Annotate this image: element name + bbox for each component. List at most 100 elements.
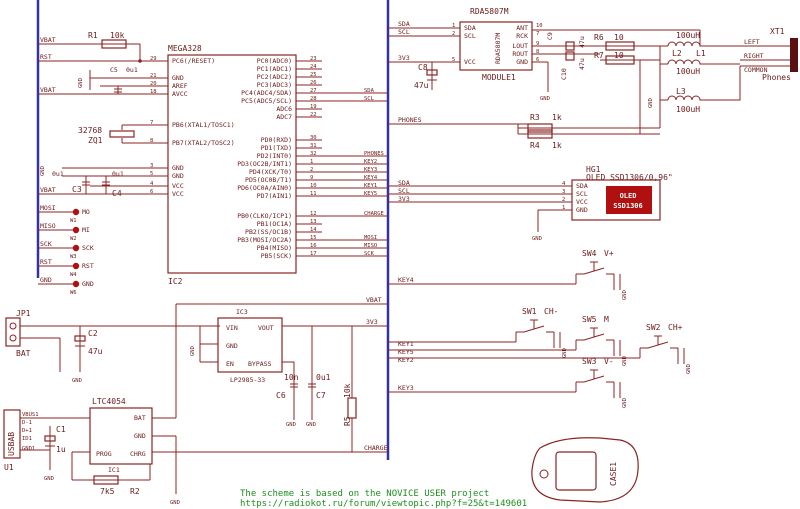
r6-value: 10 <box>614 33 624 42</box>
c3-ref: C3 <box>72 185 82 194</box>
radio-right-pin: ROUT <box>512 50 528 58</box>
mcu-right-pin-label: PC5(ADC5/SCL) <box>241 97 292 105</box>
mcu-net-label: CHARGE <box>364 211 384 217</box>
oled-pin-label: VCC <box>576 198 588 206</box>
c1-ref: C1 <box>56 425 66 434</box>
test-point-pad <box>72 208 80 216</box>
mcu-left-wiring: VBAT R1 10k RST GND VBAT C5 0u1 32768 ZQ… <box>38 31 168 198</box>
switch-ref: SW3 <box>582 357 597 366</box>
gnd-label-switch: GND <box>622 356 628 366</box>
mcu-right-pin-label: PD7(AIN1) <box>257 192 292 200</box>
mcu-left-pin-label: AVCC <box>172 90 188 98</box>
mcu-right-pin-num: 24 <box>310 64 317 70</box>
r5-ref: R5 <box>343 416 352 426</box>
mcu-right-pin-label: PC1(ADC1) <box>257 65 292 73</box>
mcu-net-label: KEY2 <box>364 159 377 165</box>
mcu-right-pin-num: 1 <box>310 159 313 165</box>
switch-function: V+ <box>604 249 614 258</box>
net-scl-radio: SCL <box>398 28 410 36</box>
mcu-right-pin-label: ADC7 <box>276 113 292 121</box>
radio-left-num: 5 <box>452 57 455 63</box>
test-point-name: RST <box>82 262 94 270</box>
c2-value: 47u <box>88 347 103 356</box>
c8-value: 47u <box>414 81 429 90</box>
c8-body <box>426 69 438 76</box>
net-vbat-1: VBAT <box>40 36 56 44</box>
mcu-right-pin-label: PB5(SCK) <box>261 252 292 260</box>
mcu-left-pin-label: PC6(/RESET) <box>172 57 215 65</box>
mcu-right-pin-label: PC0(ADC0) <box>257 57 292 65</box>
mcu-left-pin-label: VCC <box>172 190 184 198</box>
c3-value: 0u1 <box>52 170 64 178</box>
test-point-net: GND <box>40 276 52 284</box>
test-point-name: GND <box>82 280 94 288</box>
usb-pin-label: GND1 <box>22 446 35 452</box>
net-phones: PHONES <box>398 116 422 124</box>
test-point-pad <box>72 244 80 252</box>
l2-ref: L2 <box>672 49 682 58</box>
mcu-right-pin-num: 14 <box>310 227 317 233</box>
gnd-label-oled: GND <box>532 236 542 242</box>
crystal-body <box>109 130 135 138</box>
jack-label: Phones <box>762 73 791 82</box>
oled-pin-num: 2 <box>562 197 565 203</box>
l1-ref: L1 <box>696 49 706 58</box>
l3-value: 100uH <box>676 105 700 114</box>
ldo-body <box>217 317 283 373</box>
oled-ref: HG1 <box>586 165 601 174</box>
mcu-left-pin-num: 8 <box>150 138 153 144</box>
switch-ref: SW1 <box>522 307 537 316</box>
gnd-label-switch: GND <box>562 348 568 358</box>
mcu-left-pin-num: 4 <box>150 181 154 187</box>
switch-function: V- <box>604 357 614 366</box>
r3-value: 1k <box>552 113 562 122</box>
radio-left-num: 1 <box>452 23 455 29</box>
mcu-net-label: MOSI <box>364 235 377 241</box>
net-key3: KEY3 <box>398 384 414 392</box>
radio-left-pin: SDA <box>464 24 476 32</box>
r6-ref: R6 <box>594 33 604 42</box>
mcu-right-pin-num: 31 <box>310 143 317 149</box>
ldo-vout: VOUT <box>258 324 274 332</box>
net-key4: KEY4 <box>398 276 414 284</box>
mcu-right-pin-num: 13 <box>310 219 317 225</box>
net-rst-1: RST <box>40 53 52 61</box>
mcu-right-pin-num: 23 <box>310 56 317 62</box>
mcu-right-pin-num: 30 <box>310 135 317 141</box>
r1-body <box>101 39 127 49</box>
gnd-label-2: GND <box>40 166 46 176</box>
r3-ref: R3 <box>530 113 540 122</box>
radio-name: RDA5807M <box>470 7 509 16</box>
mcu-left-pin-label: PB7(XTAL2/TOSC2) <box>172 139 235 147</box>
radio-right-pin: GND <box>516 58 528 66</box>
mcu-right-pin-label: PD2(INT0) <box>257 152 292 160</box>
r4-body <box>527 129 553 139</box>
oled-pin-label: SCL <box>576 190 588 198</box>
test-point-net: MOSI <box>40 204 56 212</box>
oled-net-label: SDA <box>398 179 410 187</box>
mcu-right-pin-label: PC4(ADC4/SDA) <box>241 89 292 97</box>
r7-body <box>605 55 635 65</box>
case-ref: CASE1 <box>609 462 618 486</box>
c7-value: 0u1 <box>316 373 331 382</box>
c10-body <box>565 51 575 61</box>
usb-pin-label: D+1 <box>22 428 32 434</box>
mcu-right-pin-num: 10 <box>310 183 317 189</box>
power-section: VBAT JP1 BAT C2 47u GND IC3 VIN VOUT GND… <box>3 296 388 506</box>
net-vbat-3: VBAT <box>40 186 56 194</box>
mcu-net-label: SCK <box>364 251 375 257</box>
jack-ref: XT1 <box>770 27 785 36</box>
test-point-net: RST <box>40 258 52 266</box>
mcu-left-pin-num: 20 <box>150 81 157 87</box>
mcu-right-pin-label: PD5(OC0B/T1) <box>245 176 292 184</box>
test-point-ref: W6 <box>70 290 77 296</box>
mcu-net-label: KEY3 <box>364 167 377 173</box>
l2-value: 100uH <box>676 67 700 76</box>
oled-body <box>571 179 661 221</box>
l1-value: 100uH <box>676 31 700 40</box>
mcu-right-pin-num: 28 <box>310 96 317 102</box>
